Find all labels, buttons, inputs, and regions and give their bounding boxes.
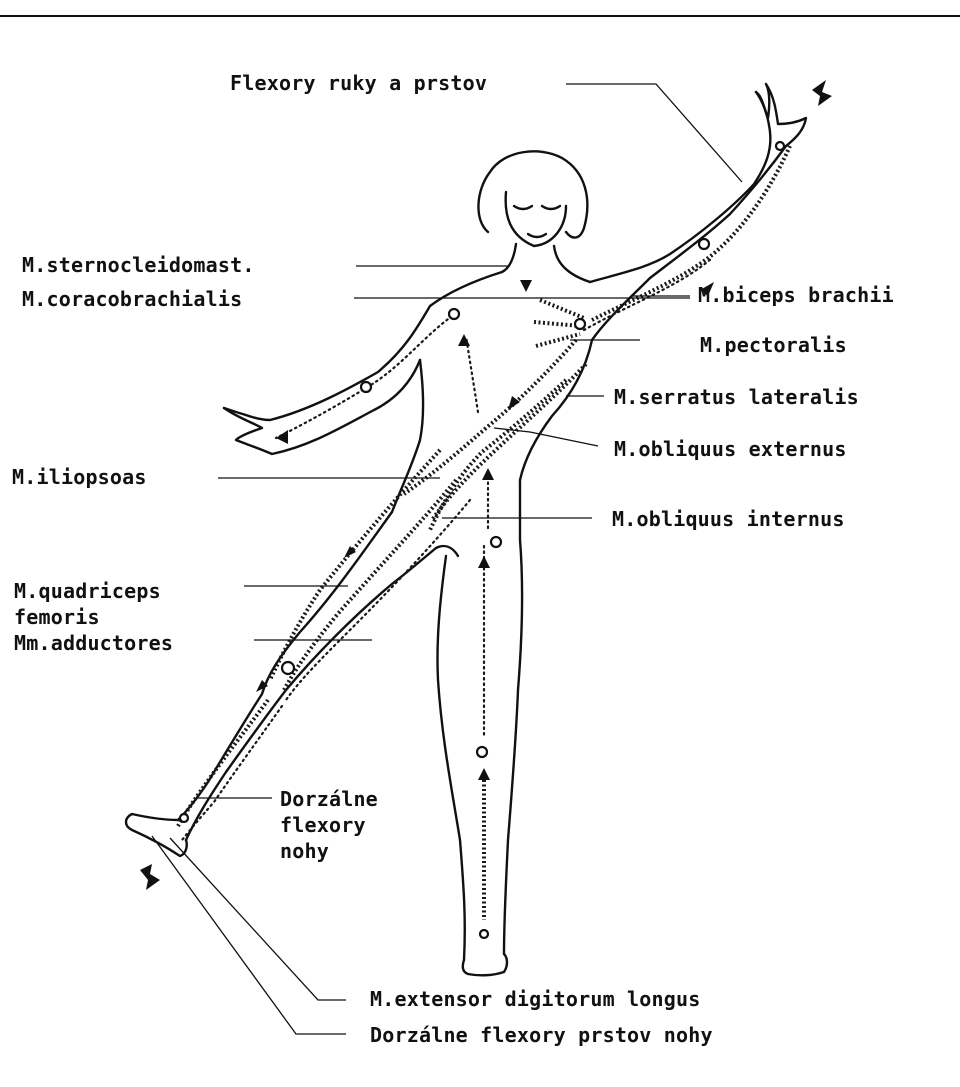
neck-right — [554, 246, 590, 282]
arrow-standing-leg — [478, 768, 490, 780]
chain-shin-1 — [178, 700, 268, 826]
label-dorzalne-nohy-1: Dorzálne — [280, 787, 378, 811]
head-hair — [478, 151, 587, 237]
motion-mark-foot — [140, 864, 160, 890]
label-dorzalne-nohy-3: nohy — [280, 839, 329, 863]
joint-left-knee — [282, 662, 294, 674]
right-hand — [756, 84, 806, 146]
chain-sternum — [466, 336, 478, 412]
arrow-standing-thigh — [478, 556, 490, 568]
joint-right-wrist — [776, 142, 784, 150]
chain-lowered-arm — [276, 316, 452, 438]
label-flexory-ruky: Flexory ruky a prstov — [230, 71, 487, 95]
labels: Flexory ruky a prstov M.sternocleidomast… — [12, 71, 894, 1047]
right-leg-inner — [437, 556, 464, 960]
label-obliquus-externus: M.obliquus externus — [614, 437, 847, 461]
arrow-neck — [520, 280, 532, 292]
motion-marks — [140, 80, 832, 890]
label-iliopsoas: M.iliopsoas — [12, 465, 147, 489]
leader-lines — [152, 84, 742, 1034]
mouth — [528, 234, 546, 237]
leader-dorzalne-prstov — [152, 836, 346, 1034]
label-quadriceps-2: femoris — [14, 605, 100, 629]
eye-left — [514, 206, 532, 209]
chain-pectoral-2 — [534, 322, 580, 326]
leader-obliquus-externus — [494, 428, 598, 446]
arrow-abdomen — [482, 468, 494, 480]
label-pectoralis: M.pectoralis — [700, 333, 847, 357]
motion-mark-hand — [812, 80, 832, 106]
right-foot — [463, 954, 507, 975]
arrow-lowered-arm — [276, 430, 288, 444]
label-serratus-lateralis: M.serratus lateralis — [614, 385, 859, 409]
joint-left-shoulder — [449, 309, 459, 319]
chain-pectoral-1 — [540, 300, 584, 318]
joint-hip — [491, 537, 501, 547]
joint-left-elbow — [361, 382, 371, 392]
label-quadriceps-1: M.quadriceps — [14, 579, 161, 603]
leader-flexory-ruky — [566, 84, 742, 182]
right-arm-lower — [592, 146, 786, 340]
muscle-chains — [178, 146, 790, 920]
joint-markers — [180, 142, 784, 938]
joint-right-ankle — [480, 930, 488, 938]
chain-leg-2 — [284, 480, 456, 690]
joint-left-ankle — [180, 814, 188, 822]
neck-left — [502, 244, 516, 272]
left-arm-lower — [224, 360, 420, 454]
joint-right-shoulder — [575, 319, 585, 329]
label-coracobrachialis: M.coracobrachialis — [22, 287, 242, 311]
label-dorzalne-prstov: Dorzálne flexory prstov nohy — [370, 1023, 713, 1047]
label-sternocleidomast: M.sternocleidomast. — [22, 253, 255, 277]
label-dorzalne-nohy-2: flexory — [280, 813, 366, 837]
label-adductores: Mm.adductores — [14, 631, 173, 655]
joint-right-knee — [477, 747, 487, 757]
label-obliquus-internus: M.obliquus internus — [612, 507, 845, 531]
label-extensor-digitorum: M.extensor digitorum longus — [370, 987, 701, 1011]
eye-right — [542, 206, 560, 209]
crotch — [436, 546, 458, 556]
left-foot — [126, 814, 187, 856]
label-biceps-brachii: M.biceps brachii — [698, 283, 894, 307]
right-leg-outer — [504, 480, 522, 954]
joint-right-elbow — [699, 239, 709, 249]
chain-trunk-2 — [432, 364, 586, 520]
arrow-thigh — [344, 546, 356, 558]
arrow-sternum — [458, 334, 470, 346]
